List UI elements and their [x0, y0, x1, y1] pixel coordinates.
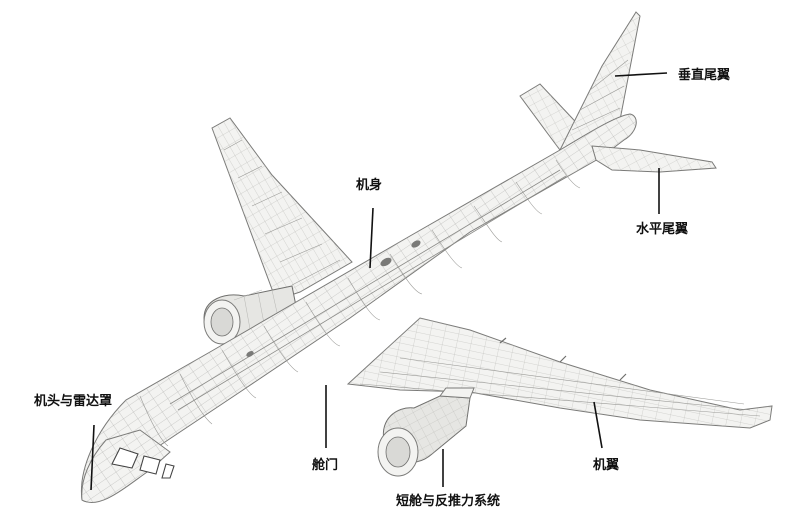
near-engine-nacelle: [377, 387, 475, 477]
label-fuselage: 机身: [356, 178, 383, 193]
near-wing: [346, 317, 773, 429]
leader-nose-radome: [90, 424, 95, 491]
leader-vertical-tail: [614, 72, 668, 77]
fuselage-body: [80, 113, 637, 503]
vertical-stabilizer: [559, 11, 641, 151]
label-door: 舱门: [312, 458, 339, 473]
far-engine-nacelle: [203, 285, 299, 345]
far-wing: [211, 117, 353, 301]
label-nacelle-reverser: 短舱与反推力系统: [396, 494, 501, 509]
label-nose-radome: 机头与雷达罩: [34, 394, 113, 409]
leader-wing: [593, 401, 603, 449]
near-horizontal-stabilizer: [591, 145, 717, 173]
nose-radome: [81, 429, 175, 503]
label-vertical-tail: 垂直尾翼: [678, 68, 731, 83]
label-horizontal-tail: 水平尾翼: [636, 222, 689, 237]
leader-fuselage: [369, 207, 374, 269]
label-wing: 机翼: [593, 458, 620, 473]
